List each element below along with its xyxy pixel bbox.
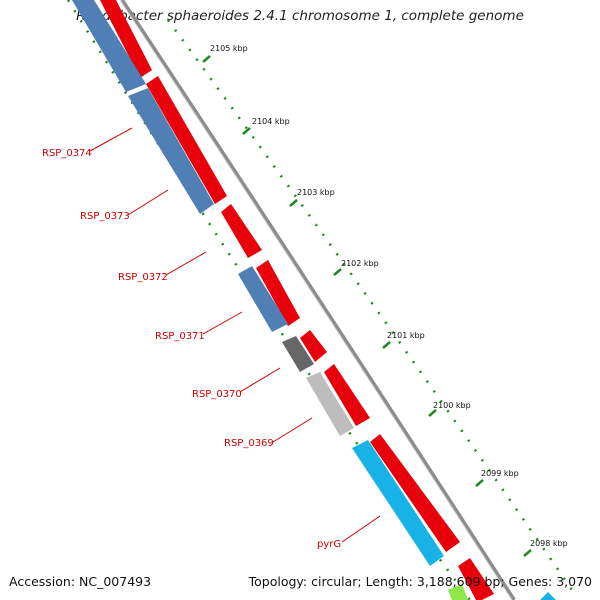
scale-tick (289, 199, 298, 207)
scale-tick (333, 268, 342, 276)
scale-tick (202, 55, 211, 63)
callout-line (341, 515, 381, 543)
scale-label: 2101 kbp (387, 331, 425, 340)
scale-label: 2100 kbp (433, 401, 471, 410)
callout-line (239, 367, 281, 393)
reverse-strand-genes (72, 0, 556, 600)
gene-forward[interactable] (370, 434, 460, 552)
gene-forward[interactable] (256, 260, 300, 326)
gene-label[interactable]: RSP_0373 (80, 211, 130, 222)
gene-labels: RSP_0374 RSP_0373 RSP_0372 RSP_0371 RSP_… (42, 148, 341, 550)
map-title: Rhodobacter sphaeroides 2.4.1 chromosome… (76, 8, 524, 24)
scale-tick (242, 127, 251, 135)
gene-cyan-partial[interactable] (540, 592, 556, 600)
scale-tick (382, 341, 391, 349)
gene-label[interactable]: RSP_0372 (118, 272, 168, 283)
gene-light-gray[interactable] (306, 372, 354, 436)
gene-forward[interactable] (100, 0, 152, 78)
scale-label: 2099 kbp (481, 469, 519, 478)
scale-tick (523, 549, 532, 557)
gene-label[interactable]: RSP_0370 (192, 389, 242, 400)
callout-line (89, 127, 133, 152)
gene-label[interactable]: RSP_0371 (155, 331, 205, 342)
scale-label: 2104 kbp (252, 117, 290, 126)
gene-reverse[interactable] (72, 0, 146, 92)
scale-tick (475, 479, 484, 487)
gene-label[interactable]: RSP_0374 (42, 148, 92, 159)
chromosome-backbone (120, 0, 516, 600)
gene-forward[interactable] (300, 330, 327, 362)
gene-label[interactable]: pyrG (317, 539, 341, 550)
scale-tick (428, 409, 437, 417)
callout-line (202, 311, 243, 335)
gene-label[interactable]: RSP_0369 (224, 438, 274, 449)
genome-summary-text: Topology: circular; Length: 3,188,609 bp… (248, 574, 592, 589)
gene-forward[interactable] (146, 76, 227, 204)
gene-forward[interactable] (221, 204, 262, 258)
gene-forward[interactable] (324, 364, 370, 426)
scale-labels: 2105 kbp 2104 kbp 2103 kbp 2102 kbp 2101… (210, 44, 568, 548)
gene-lime[interactable] (448, 584, 468, 600)
gene-cyan[interactable] (352, 440, 444, 566)
scale-label: 2103 kbp (297, 188, 335, 197)
forward-strand-genes (100, 0, 494, 600)
scale-label: 2102 kbp (341, 259, 379, 268)
outer-scale-ring (166, 19, 574, 591)
accession-text: Accession: NC_007493 (9, 574, 152, 589)
callout-line (272, 417, 313, 443)
scale-ticks (202, 55, 532, 557)
gene-reverse[interactable] (238, 266, 288, 332)
gene-gray[interactable] (282, 336, 314, 372)
gene-forward[interactable] (458, 558, 494, 600)
callout-line (165, 251, 207, 276)
scale-label: 2098 kbp (530, 539, 568, 548)
chromosome-backbone-highlight (119, 0, 513, 600)
gene-callout-lines (89, 127, 381, 543)
callout-line (127, 189, 169, 216)
gene-reverse[interactable] (128, 88, 214, 214)
scale-label: 2105 kbp (210, 44, 248, 53)
